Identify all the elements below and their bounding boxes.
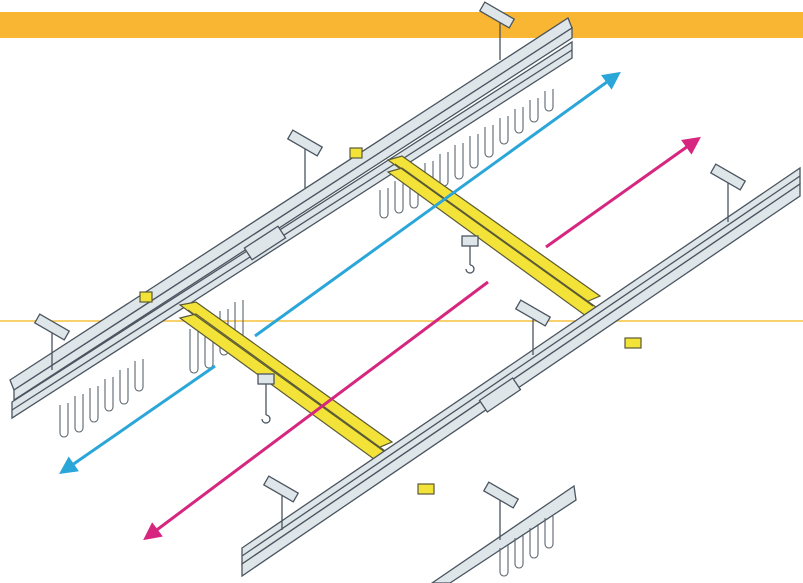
ceiling-bracket-icon — [286, 129, 324, 188]
bottom-runway — [430, 481, 577, 583]
ceiling-bracket-icon — [478, 1, 516, 60]
arrow-cyan — [59, 71, 621, 475]
arrow-magenta — [143, 136, 701, 541]
ceiling-bracket-icon — [33, 313, 71, 370]
hoist-hook-icon — [461, 235, 479, 274]
ceiling-band — [0, 12, 803, 38]
lower-runway — [241, 163, 801, 578]
crane-bridge-rear — [386, 155, 602, 317]
ceiling-bracket-icon — [514, 299, 552, 355]
upper-runway — [9, 1, 573, 438]
festoon-cable-icon — [499, 516, 554, 577]
crane-bridge-front — [178, 301, 394, 463]
ceiling-bracket-icon — [262, 475, 300, 530]
ceiling-bracket-icon — [709, 163, 747, 222]
ceiling-bracket-icon — [482, 481, 520, 540]
hoist-hook-icon — [257, 373, 275, 424]
